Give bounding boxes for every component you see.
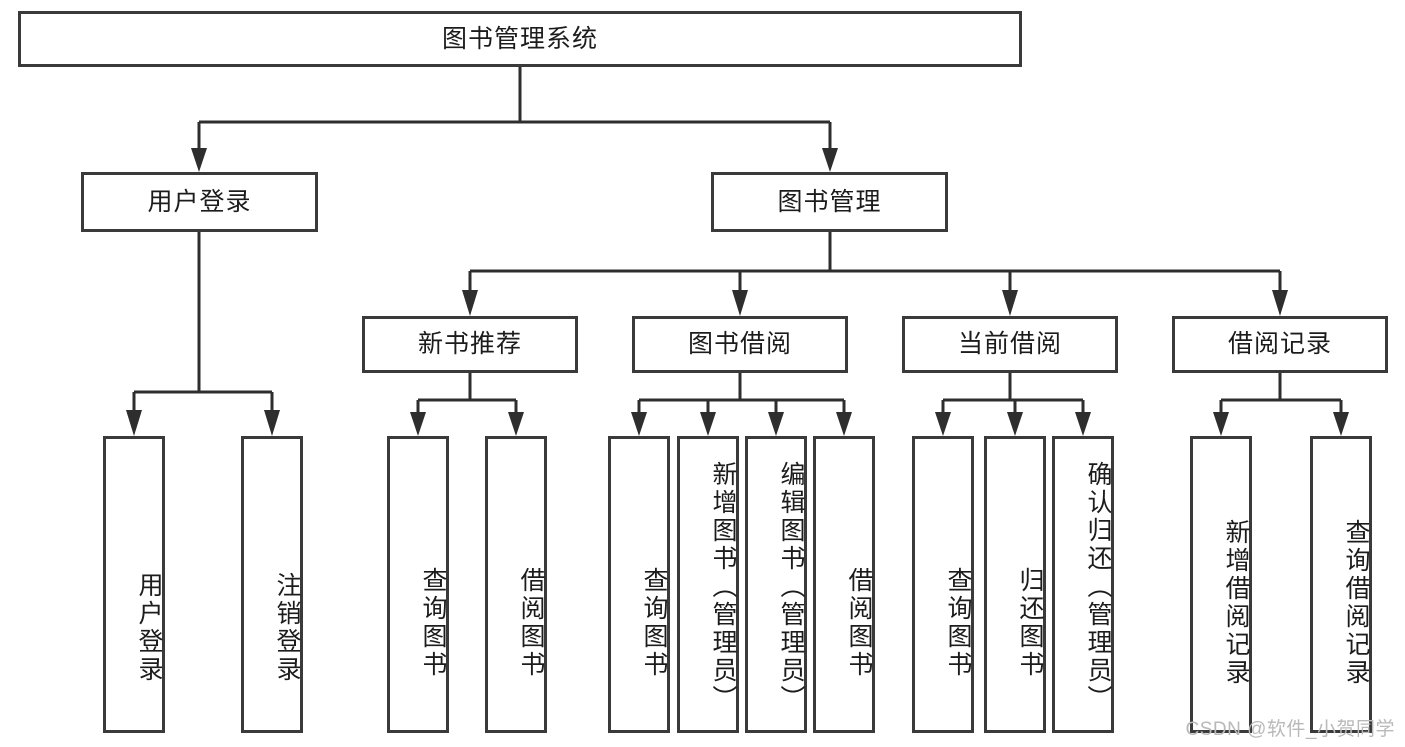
node-label: 查询图书 [640, 566, 668, 679]
node-label: 图书管理系统 [441, 24, 598, 53]
leaf-query-borrow-record[interactable]: 查询借阅记录 [1310, 436, 1372, 733]
node-label: 归还图书 [1016, 566, 1044, 679]
node-label: 借阅图书 [845, 566, 873, 679]
node-label: 新书推荐 [417, 330, 522, 359]
node-borrow-record[interactable]: 借阅记录 [1172, 316, 1388, 373]
node-label: 图书管理 [777, 187, 882, 216]
leaf-return-book[interactable]: 归还图书 [984, 436, 1046, 733]
node-label: 查询图书 [944, 566, 972, 679]
node-label: 用户登录 [147, 187, 252, 216]
leaf-borrow-book-recommend[interactable]: 借阅图书 [485, 436, 547, 733]
node-root-system[interactable]: 图书管理系统 [18, 11, 1022, 67]
leaf-logout-login[interactable]: 注销登录 [241, 436, 303, 733]
node-new-book-recommend[interactable]: 新书推荐 [362, 316, 578, 373]
node-label: 图书借阅 [687, 330, 792, 359]
node-label: 查询图书 [419, 566, 447, 679]
leaf-add-book-admin[interactable]: 新增图书（管理员） [677, 436, 739, 733]
node-label: 借阅图书 [517, 566, 545, 679]
node-book-borrow[interactable]: 图书借阅 [632, 316, 848, 373]
node-label: 当前借阅 [957, 330, 1062, 359]
leaf-confirm-return-admin[interactable]: 确认归还（管理员） [1052, 436, 1114, 733]
node-label: 新增图书（管理员） [709, 460, 737, 713]
leaf-edit-book-admin[interactable]: 编辑图书（管理员） [745, 436, 807, 733]
leaf-query-book-recommend[interactable]: 查询图书 [387, 436, 449, 733]
leaf-query-book-current[interactable]: 查询图书 [912, 436, 974, 733]
node-label: 确认归还（管理员） [1084, 460, 1112, 713]
leaf-user-login[interactable]: 用户登录 [103, 436, 165, 733]
node-label: 查询借阅记录 [1342, 518, 1370, 687]
node-label: 注销登录 [273, 571, 301, 684]
leaf-query-book-borrow[interactable]: 查询图书 [608, 436, 670, 733]
node-label: 用户登录 [135, 571, 163, 684]
node-label: 借阅记录 [1227, 330, 1332, 359]
leaf-borrow-book[interactable]: 借阅图书 [813, 436, 875, 733]
node-label: 编辑图书（管理员） [777, 460, 805, 713]
node-current-borrow[interactable]: 当前借阅 [902, 316, 1118, 373]
leaf-add-borrow-record[interactable]: 新增借阅记录 [1190, 436, 1252, 733]
node-user-login[interactable]: 用户登录 [81, 172, 318, 232]
node-book-manage[interactable]: 图书管理 [711, 172, 948, 232]
watermark-text: CSDN @软件_小贺同学 [1185, 719, 1395, 740]
node-label: 新增借阅记录 [1222, 518, 1250, 687]
